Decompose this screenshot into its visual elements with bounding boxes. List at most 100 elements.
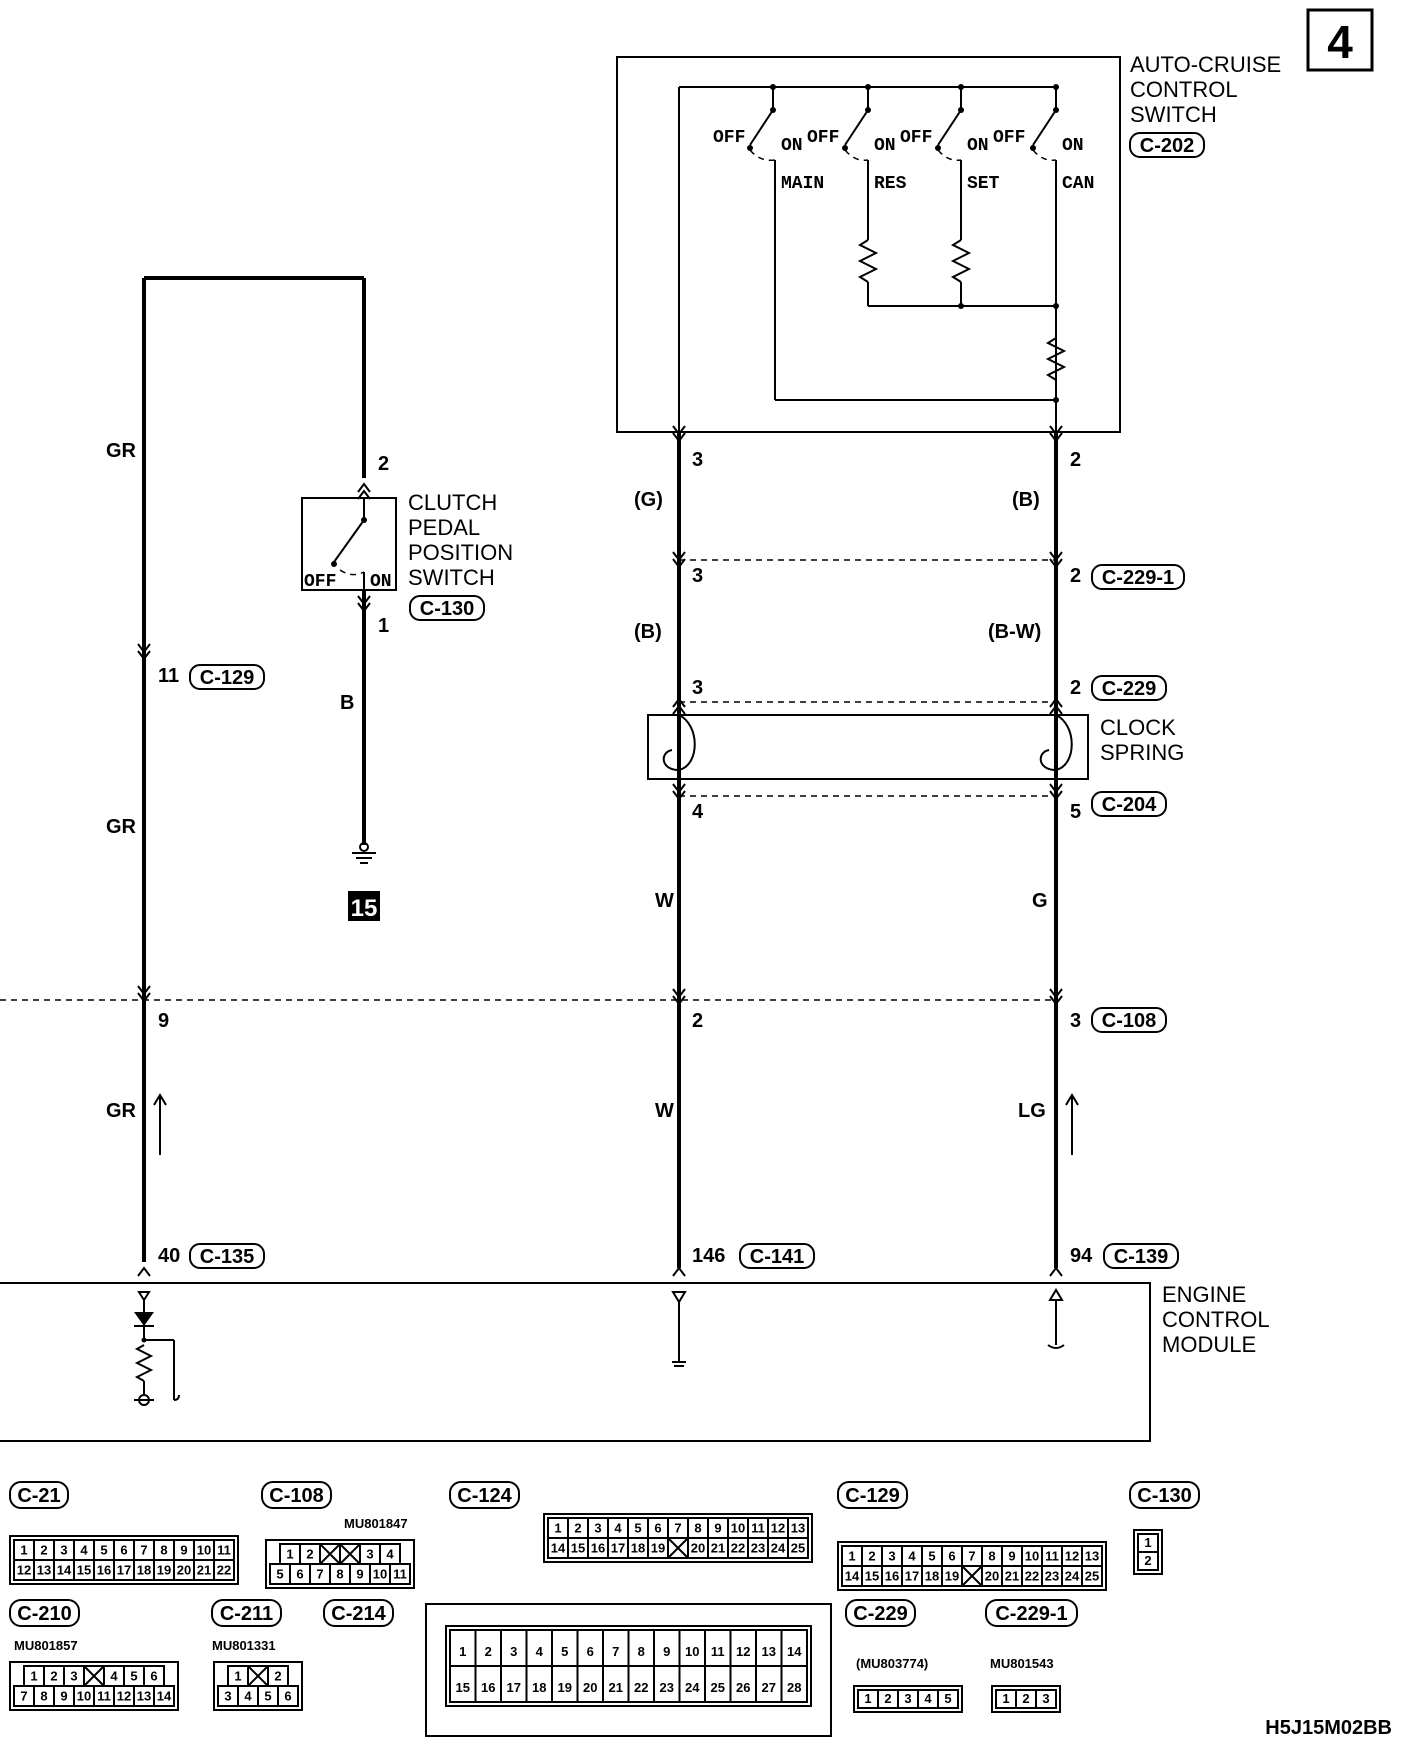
svg-text:7: 7 <box>20 1688 27 1703</box>
svg-text:9: 9 <box>663 1644 670 1659</box>
svg-text:3: 3 <box>692 677 703 699</box>
svg-text:21: 21 <box>711 1540 725 1555</box>
svg-text:1: 1 <box>20 1542 27 1557</box>
svg-text:5: 5 <box>634 1520 641 1535</box>
svg-text:3: 3 <box>510 1644 517 1659</box>
svg-text:19: 19 <box>945 1568 959 1583</box>
svg-text:3: 3 <box>224 1688 231 1703</box>
svg-text:7: 7 <box>612 1644 619 1659</box>
svg-text:13: 13 <box>37 1562 51 1577</box>
svg-text:5: 5 <box>928 1548 935 1563</box>
svg-text:12: 12 <box>736 1644 750 1659</box>
clock-spring-coil-left <box>662 714 696 772</box>
svg-text:2: 2 <box>274 1668 281 1683</box>
svg-text:9: 9 <box>714 1520 721 1535</box>
svg-text:C-229-1: C-229-1 <box>995 1603 1067 1625</box>
svg-text:21: 21 <box>1005 1568 1019 1583</box>
svg-text:MU801847: MU801847 <box>344 1516 408 1531</box>
svg-text:22: 22 <box>634 1680 648 1695</box>
svg-text:6: 6 <box>587 1644 594 1659</box>
svg-text:G: G <box>1032 890 1048 912</box>
svg-text:2: 2 <box>868 1548 875 1563</box>
svg-text:C-129: C-129 <box>845 1485 899 1507</box>
svg-text:MAIN: MAIN <box>781 174 824 194</box>
svg-text:4: 4 <box>924 1691 932 1706</box>
svg-text:12: 12 <box>117 1688 131 1703</box>
svg-text:18: 18 <box>137 1562 151 1577</box>
svg-text:8: 8 <box>336 1566 343 1581</box>
page-number: 4 <box>1327 16 1353 68</box>
svg-text:4: 4 <box>692 801 704 823</box>
svg-text:22: 22 <box>731 1540 745 1555</box>
svg-text:10: 10 <box>197 1542 211 1557</box>
svg-text:3: 3 <box>692 565 703 587</box>
svg-text:GR: GR <box>106 440 137 462</box>
svg-text:5: 5 <box>276 1566 283 1581</box>
svg-text:ON: ON <box>874 136 896 156</box>
svg-text:20: 20 <box>177 1562 191 1577</box>
switch-res: OFF ON RES <box>807 87 907 240</box>
svg-text:14: 14 <box>157 1688 172 1703</box>
cruise-switches: OFF ON MAIN OFF ON RES OFF ON SET <box>713 87 1094 432</box>
signal-arrow-lg <box>1065 1093 1079 1155</box>
svg-text:2: 2 <box>306 1546 313 1561</box>
svg-text:5: 5 <box>944 1691 951 1706</box>
svg-text:3: 3 <box>594 1520 601 1535</box>
svg-text:2: 2 <box>884 1691 891 1706</box>
svg-text:1: 1 <box>554 1520 561 1535</box>
svg-text:15: 15 <box>865 1568 879 1583</box>
svg-text:23: 23 <box>1045 1568 1059 1583</box>
svg-text:ON: ON <box>967 136 989 156</box>
svg-text:2: 2 <box>378 453 389 475</box>
svg-text:4: 4 <box>614 1520 622 1535</box>
svg-text:3: 3 <box>692 449 703 471</box>
svg-text:3: 3 <box>1070 1010 1081 1032</box>
svg-text:2: 2 <box>1070 677 1081 699</box>
svg-text:GR: GR <box>106 816 137 838</box>
switch-set: OFF ON SET <box>900 87 1000 240</box>
svg-text:7: 7 <box>674 1520 681 1535</box>
svg-text:40: 40 <box>158 1245 180 1267</box>
svg-text:6: 6 <box>654 1520 661 1535</box>
svg-text:10: 10 <box>373 1566 387 1581</box>
svg-text:13: 13 <box>1085 1548 1099 1563</box>
svg-text:11: 11 <box>97 1688 111 1703</box>
svg-text:11: 11 <box>217 1542 231 1557</box>
svg-text:1: 1 <box>378 615 389 637</box>
svg-text:1: 1 <box>1002 1691 1009 1706</box>
svg-text:3: 3 <box>888 1548 895 1563</box>
svg-text:9: 9 <box>356 1566 363 1581</box>
svg-text:B: B <box>340 692 354 714</box>
svg-text:2: 2 <box>485 1644 492 1659</box>
svg-text:9: 9 <box>180 1542 187 1557</box>
svg-text:ON: ON <box>370 572 392 592</box>
svg-text:OFF: OFF <box>993 128 1025 148</box>
svg-text:3: 3 <box>904 1691 911 1706</box>
svg-text:9: 9 <box>158 1010 169 1032</box>
svg-text:1: 1 <box>459 1644 466 1659</box>
svg-text:14: 14 <box>551 1540 566 1555</box>
svg-text:11: 11 <box>751 1520 765 1535</box>
signal-arrow-gr <box>153 1093 167 1155</box>
svg-text:11: 11 <box>1045 1548 1059 1563</box>
svg-text:5: 5 <box>100 1542 107 1557</box>
svg-text:5: 5 <box>264 1688 271 1703</box>
svg-text:1: 1 <box>1144 1535 1151 1550</box>
svg-text:15: 15 <box>77 1562 91 1577</box>
svg-text:4: 4 <box>244 1688 252 1703</box>
svg-text:W: W <box>655 890 674 912</box>
svg-text:C-211: C-211 <box>220 1603 273 1625</box>
svg-text:17: 17 <box>117 1562 131 1577</box>
svg-text:8: 8 <box>694 1520 701 1535</box>
svg-text:16: 16 <box>885 1568 899 1583</box>
svg-text:22: 22 <box>217 1562 231 1577</box>
svg-text:18: 18 <box>925 1568 939 1583</box>
svg-text:ON: ON <box>781 136 803 156</box>
clock-spring-label: CLOCK SPRING <box>1100 715 1184 765</box>
svg-text:6: 6 <box>284 1688 291 1703</box>
